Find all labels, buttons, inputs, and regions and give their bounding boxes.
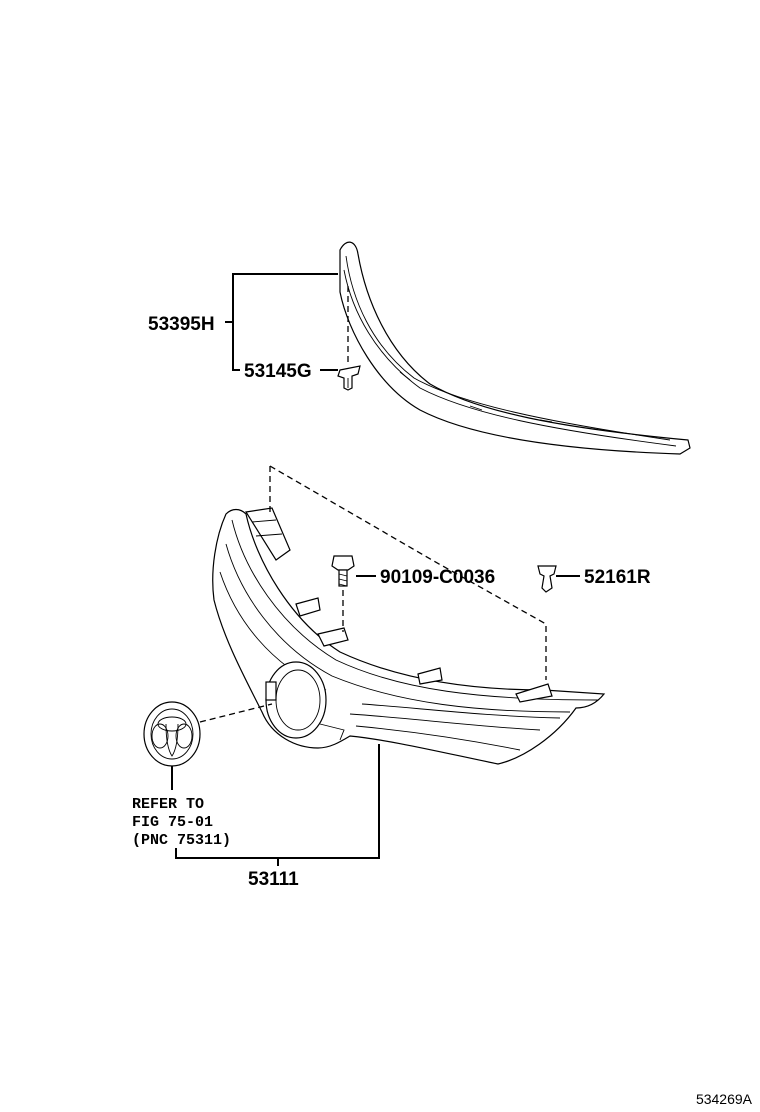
callout-53111: 53111 [248,869,299,890]
reference-line-3: (PNC 75311) [132,832,231,849]
retainer-part [537,565,557,593]
figure-id: 534269A [696,1091,753,1107]
callout-53395h: 53395H [148,314,215,335]
radiator-grille-part [212,507,606,765]
callout-52161r: 52161R [584,567,651,588]
bolt-part [331,555,355,587]
molding-clip-part [337,365,361,391]
reference-line-1: REFER TO [132,796,204,813]
reference-line-2: FIG 75-01 [132,814,213,831]
emblem-part [143,701,201,767]
grille-molding-part [339,241,691,455]
callout-90109-c0036: 90109-C0036 [380,567,495,588]
callout-53145g: 53145G [244,361,312,382]
emblem-align-dashed [199,703,273,723]
molding-assy-bracket [225,273,338,371]
grille-align-dashed [269,465,547,680]
